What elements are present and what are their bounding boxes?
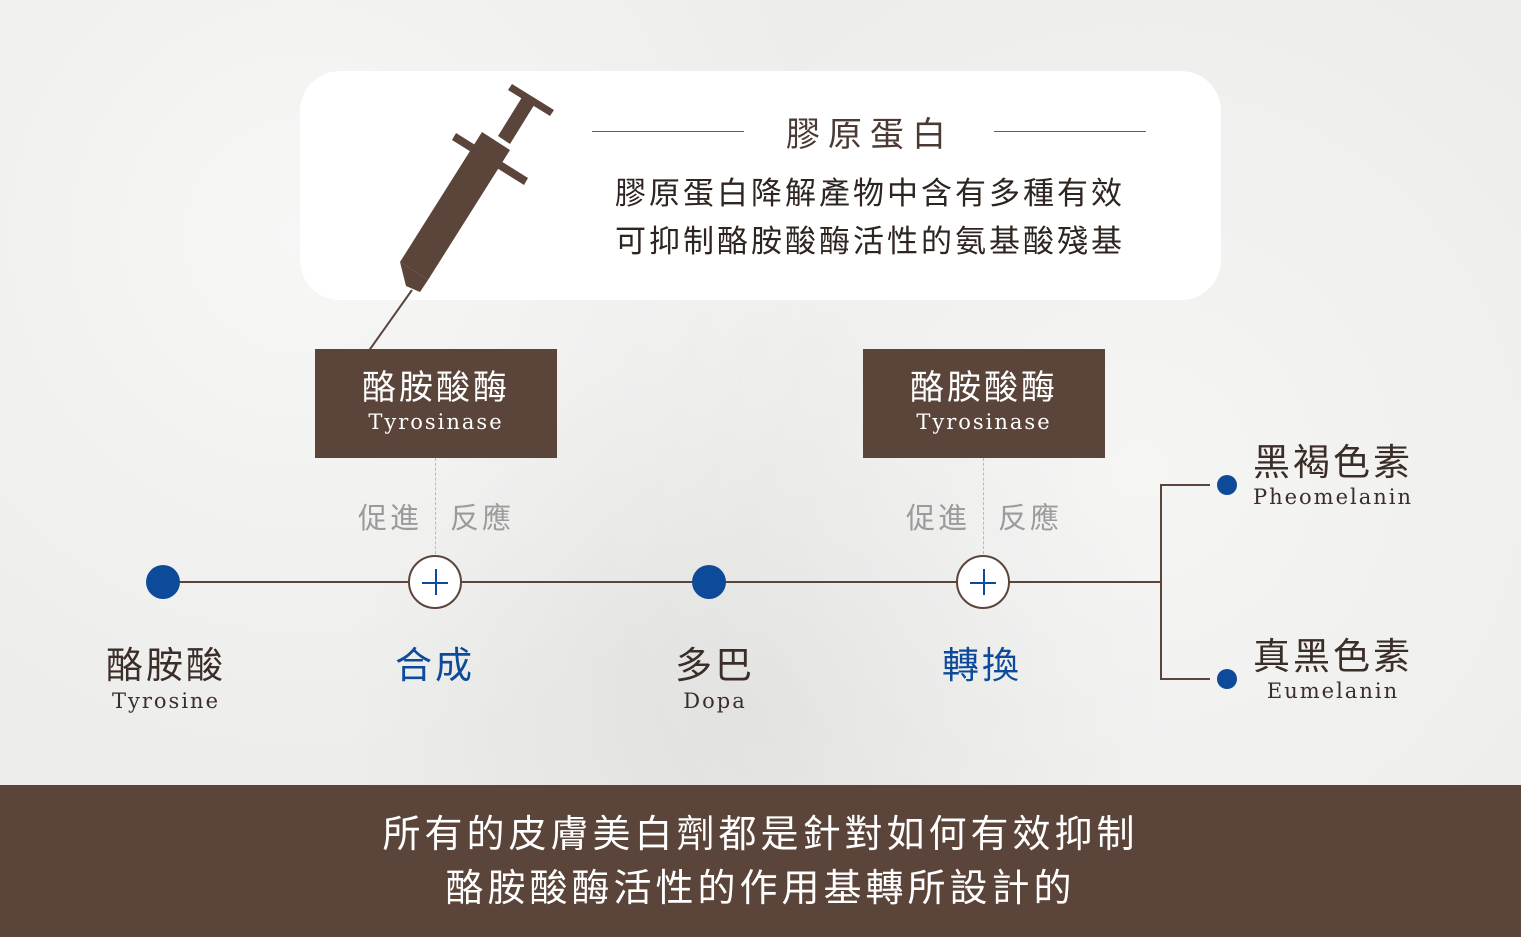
callout-title-rule-right (994, 131, 1146, 132)
synthesis-label-zh: 合成 (395, 644, 475, 687)
synthesis-plus-icon (408, 555, 462, 609)
tyrosine-label-en: Tyrosine (112, 689, 220, 713)
callout-body-line-2: 可抑制酪胺酸酶活性的氨基酸殘基 (615, 224, 1125, 260)
dopa-label-en: Dopa (683, 689, 747, 713)
enzyme-box-1: 酪胺酸酶 Tyrosinase (315, 349, 557, 458)
dopa-node-dot (692, 565, 726, 599)
eumelanin-node-dot (1217, 669, 1237, 689)
dopa-label: 多巴 Dopa (650, 644, 780, 714)
conversion-plus-icon (956, 555, 1010, 609)
dopa-label-zh: 多巴 (675, 644, 755, 687)
enzyme-2-en: Tyrosinase (916, 410, 1052, 434)
footer-line-1: 所有的皮膚美白劑都是針對如何有效抑制 (382, 812, 1139, 856)
eumelanin-label-zh: 真黑色素 (1253, 635, 1413, 678)
branch-vertical-line (1160, 484, 1162, 680)
dashed-connector-2 (983, 458, 984, 554)
tyrosine-node-dot (146, 565, 180, 599)
syringe-icon (367, 84, 554, 353)
footer-banner: 所有的皮膚美白劑都是針對如何有效抑制 酪胺酸酶活性的作用基轉所設計的 (0, 785, 1521, 937)
dashed-connector-1 (435, 458, 436, 554)
synthesis-label: 合成 (375, 644, 495, 688)
branch-bottom-line (1160, 678, 1210, 680)
promote-label-2-left: 促進 (905, 501, 970, 535)
pheomelanin-label-en: Pheomelanin (1252, 485, 1414, 509)
enzyme-2-zh: 酪胺酸酶 (910, 368, 1058, 408)
callout-title-rule-left (592, 131, 744, 132)
conversion-label: 轉換 (922, 644, 1042, 688)
promote-label-1-right: 反應 (449, 501, 514, 535)
enzyme-1-en: Tyrosinase (368, 410, 504, 434)
eumelanin-label: 真黑色素 Eumelanin (1248, 635, 1418, 703)
callout-body: 膠原蛋白降解產物中含有多種有效 可抑制酪胺酸酶活性的氨基酸殘基 (560, 170, 1180, 266)
promote-label-1-left: 促進 (357, 501, 422, 535)
tyrosine-label-zh: 酪胺酸 (106, 644, 226, 687)
pheomelanin-label: 黑褐色素 Pheomelanin (1248, 441, 1418, 509)
callout-title: 膠原蛋白 (786, 114, 954, 155)
pathway-line (163, 581, 1161, 583)
callout-body-line-1: 膠原蛋白降解產物中含有多種有效 (615, 176, 1125, 212)
promote-label-2-right: 反應 (997, 501, 1062, 535)
branch-top-line (1160, 484, 1210, 486)
pheomelanin-label-zh: 黑褐色素 (1253, 441, 1413, 484)
tyrosine-label: 酪胺酸 Tyrosine (86, 644, 246, 714)
eumelanin-label-en: Eumelanin (1266, 679, 1400, 703)
enzyme-box-2: 酪胺酸酶 Tyrosinase (863, 349, 1105, 458)
conversion-label-zh: 轉換 (942, 644, 1022, 687)
footer-line-2: 酪胺酸酶活性的作用基轉所設計的 (445, 866, 1076, 910)
enzyme-1-zh: 酪胺酸酶 (362, 368, 510, 408)
pheomelanin-node-dot (1217, 475, 1237, 495)
